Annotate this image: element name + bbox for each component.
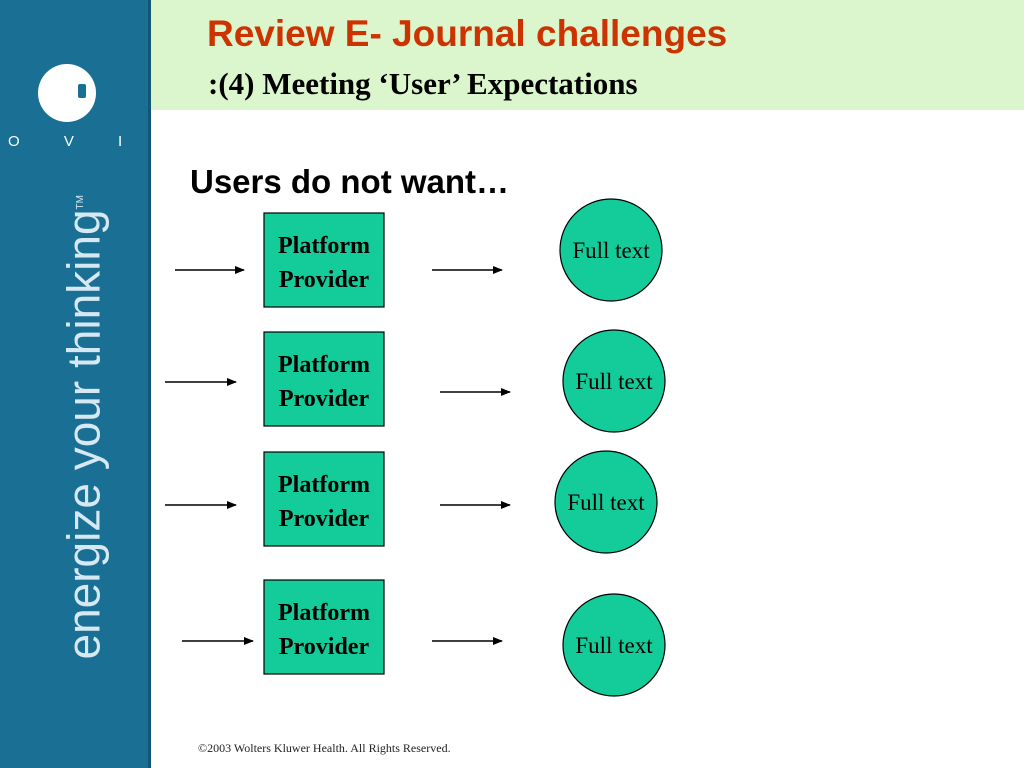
platform-provider-line: Platform <box>278 472 370 498</box>
platform-provider-line: Platform <box>278 352 370 378</box>
ovid-logo-notch <box>78 84 86 98</box>
platform-provider-line: Provider <box>279 386 370 412</box>
header-band <box>151 0 1024 110</box>
brand-name: O V I D . <box>8 133 246 150</box>
full-text-label: Full text <box>567 490 645 515</box>
trademark-mark: TM <box>75 195 86 210</box>
full-text-circle <box>562 593 666 697</box>
full-text-circle <box>559 198 663 302</box>
sidebar-edge <box>148 0 151 768</box>
platform-provider-box <box>263 451 385 547</box>
slide-title: Review E- Journal challenges <box>207 13 728 54</box>
platform-provider-line: Platform <box>278 600 370 626</box>
body-heading: Users do not want… <box>190 163 510 200</box>
platform-provider-line: Provider <box>279 267 370 293</box>
copyright-footer: ©2003 Wolters Kluwer Health. All Rights … <box>198 741 451 755</box>
tagline: energize your thinkingTM <box>52 195 110 715</box>
platform-provider-box <box>263 331 385 427</box>
full-text-label: Full text <box>575 633 653 658</box>
platform-provider-line: Provider <box>279 506 370 532</box>
tagline-container: energize your thinkingTM <box>52 195 110 715</box>
full-text-label: Full text <box>572 238 650 263</box>
platform-provider-line: Provider <box>279 634 370 660</box>
full-text-circle <box>562 329 666 433</box>
platform-provider-box <box>263 579 385 675</box>
sidebar <box>0 0 150 768</box>
full-text-label: Full text <box>575 369 653 394</box>
ovid-logo-icon <box>38 64 96 122</box>
tagline-text: energize your thinking <box>57 209 110 660</box>
platform-provider-box <box>263 212 385 308</box>
platform-provider-line: Platform <box>278 233 370 259</box>
full-text-circle <box>554 450 658 554</box>
slide-subtitle: :(4) Meeting ‘User’ Expectations <box>208 66 638 101</box>
